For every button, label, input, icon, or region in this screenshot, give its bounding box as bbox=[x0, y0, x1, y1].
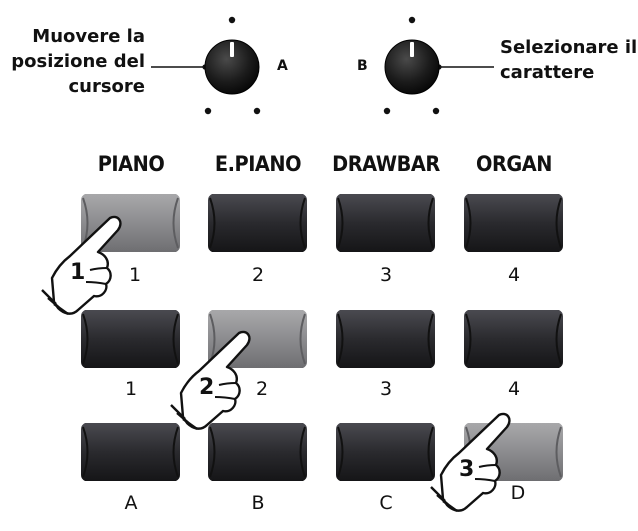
button-organ-4[interactable] bbox=[464, 194, 563, 252]
row3-label-b: B bbox=[251, 492, 265, 514]
category-epiano: E.PIANO bbox=[214, 152, 302, 176]
pointing-hand-icon-step-3 bbox=[430, 412, 511, 512]
row3-label-d: D bbox=[510, 482, 526, 504]
button-row2-4[interactable] bbox=[464, 310, 563, 368]
category-organ: ORGAN bbox=[476, 152, 552, 176]
button-row3-c[interactable] bbox=[336, 423, 435, 481]
button-epiano-2[interactable] bbox=[208, 194, 307, 252]
row2-label-4: 4 bbox=[507, 378, 521, 400]
pointing-hand-icon-step-1 bbox=[41, 215, 122, 315]
row2-label-2: 2 bbox=[255, 378, 269, 400]
row1-label-2: 2 bbox=[251, 264, 265, 286]
category-drawbar: DRAWBAR bbox=[332, 152, 440, 176]
knob-b-letter: B bbox=[357, 58, 368, 74]
category-piano: PIANO bbox=[97, 152, 165, 176]
button-row2-3[interactable] bbox=[336, 310, 435, 368]
button-row3-a[interactable] bbox=[81, 423, 180, 481]
button-row2-1[interactable] bbox=[81, 310, 180, 368]
knob-a-caption-line3: cursore bbox=[68, 76, 145, 97]
step-number-2: 2 bbox=[199, 375, 214, 400]
knob-b-caption-line2: carattere bbox=[500, 62, 595, 83]
knob-a-caption: Muovere la posizione del cursore bbox=[0, 24, 145, 99]
knob-a-letter: A bbox=[277, 58, 288, 74]
button-row3-b[interactable] bbox=[208, 423, 307, 481]
row3-label-c: C bbox=[379, 492, 393, 514]
step-number-3: 3 bbox=[459, 457, 474, 482]
row2-label-3: 3 bbox=[379, 378, 393, 400]
button-drawbar-3[interactable] bbox=[336, 194, 435, 252]
pointing-hand-icon-step-2 bbox=[170, 330, 251, 430]
row1-label-1: 1 bbox=[128, 264, 142, 286]
knob-b[interactable] bbox=[383, 16, 494, 115]
row1-label-4: 4 bbox=[507, 264, 521, 286]
knob-a-caption-line2: posizione del bbox=[11, 51, 145, 72]
row3-label-a: A bbox=[124, 492, 138, 514]
knob-a-caption-line1: Muovere la bbox=[32, 26, 145, 47]
knob-b-caption: Selezionare il carattere bbox=[500, 35, 638, 85]
knob-a[interactable] bbox=[151, 16, 261, 115]
row2-label-1: 1 bbox=[124, 378, 138, 400]
step-number-1: 1 bbox=[70, 260, 85, 285]
row1-label-3: 3 bbox=[379, 264, 393, 286]
knob-b-caption-line1: Selezionare il bbox=[500, 37, 638, 58]
